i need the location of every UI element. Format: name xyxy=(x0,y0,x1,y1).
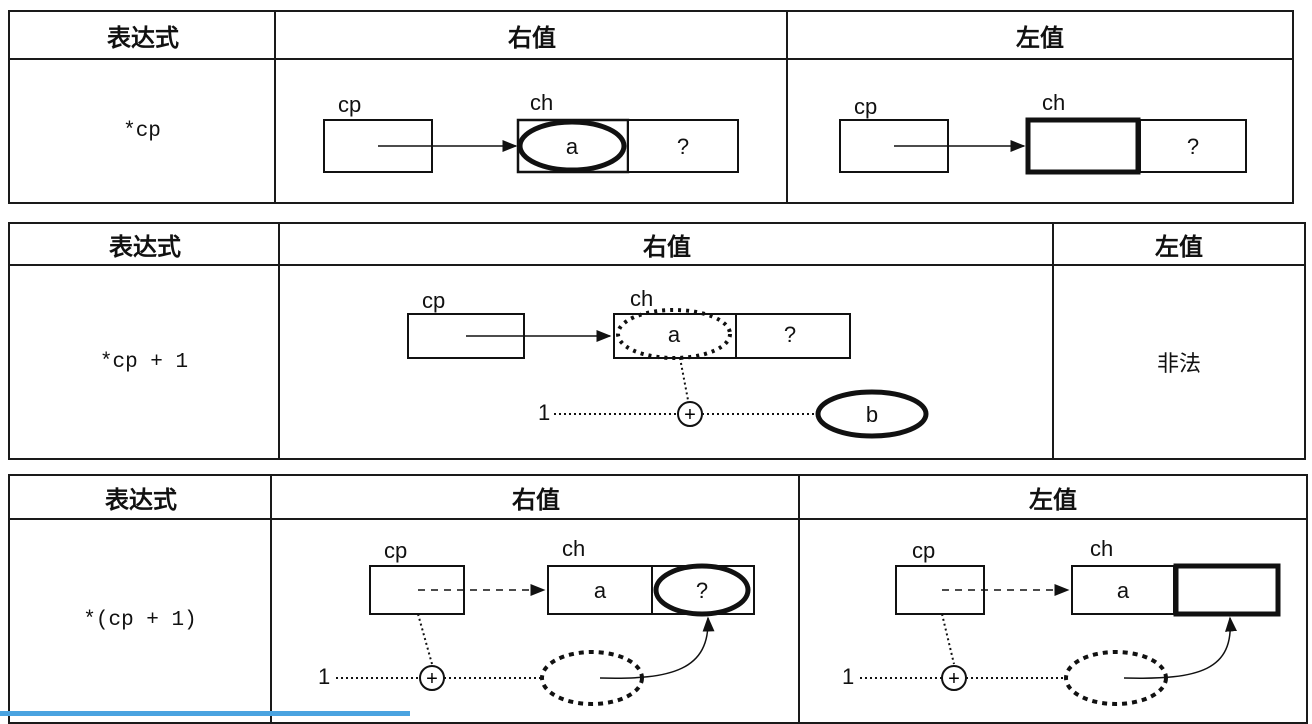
ch-label: ch xyxy=(1090,536,1113,561)
ch-label: ch xyxy=(630,286,653,311)
dotted-down-line xyxy=(941,613,955,665)
header-rvalue: 右值 xyxy=(276,12,788,60)
cell-value-a: a xyxy=(1117,578,1130,603)
plus-sign: + xyxy=(426,668,438,690)
result-value-b: b xyxy=(866,402,878,427)
rvalue-diagram: cp ch a ? 1 + xyxy=(318,536,755,706)
lvalue-diagram: cp ch a 1 + xyxy=(842,536,1281,706)
address-dashed-circle xyxy=(1064,650,1168,706)
cell-value-a: a xyxy=(566,134,579,159)
table-3: 表达式 右值 左值 *(cp + 1) cp ch a ? 1 + cp ch xyxy=(8,474,1308,724)
address-arrow xyxy=(599,616,715,679)
ch-cell-target xyxy=(1025,117,1141,175)
ch-cell-2 xyxy=(627,119,739,173)
header-rvalue: 右值 xyxy=(272,476,800,520)
ch-cell-2 xyxy=(1139,119,1247,173)
cell-value-a: a xyxy=(594,578,607,603)
header-expression: 表达式 xyxy=(10,12,276,60)
header-expression: 表达式 xyxy=(10,224,280,266)
constant-one: 1 xyxy=(842,664,854,689)
expression-cell: *cp xyxy=(123,119,161,143)
expression-cell: *(cp + 1) xyxy=(83,608,197,632)
rvalue-diagram: cp ch a ? xyxy=(323,90,739,174)
cp-label: cp xyxy=(422,288,445,313)
result-circle xyxy=(815,389,929,439)
ch-label: ch xyxy=(562,536,585,561)
dotted-down-line xyxy=(679,357,689,401)
ch-cell-target xyxy=(1173,563,1281,617)
cell-value-a: a xyxy=(668,322,681,347)
progress-bar xyxy=(0,711,410,716)
cell-value-unknown: ? xyxy=(784,322,796,347)
table-2: 表达式 右值 左值 *cp + 1 cp ch a ? 1 + b 非法 xyxy=(8,222,1306,460)
dotted-down-line xyxy=(417,613,433,665)
lvalue-illegal-text: 非法 xyxy=(1156,351,1201,376)
cp-label: cp xyxy=(854,94,877,119)
plus-sign: + xyxy=(948,668,960,690)
value-highlight-circle xyxy=(517,119,627,173)
header-lvalue: 左值 xyxy=(1054,224,1304,266)
cp-label: cp xyxy=(338,92,361,117)
header-rvalue: 右值 xyxy=(280,224,1054,266)
header-expression: 表达式 xyxy=(10,476,272,520)
lvalue-diagram: cp ch ? xyxy=(839,90,1247,175)
value-dotted-circle xyxy=(616,308,732,360)
header-lvalue: 左值 xyxy=(800,476,1306,520)
cp-label: cp xyxy=(384,538,407,563)
ch-cell-1 xyxy=(547,565,653,615)
cell-value-unknown: ? xyxy=(696,578,708,603)
address-arrow xyxy=(1123,616,1238,679)
ch-label: ch xyxy=(530,90,553,115)
cp-label: cp xyxy=(912,538,935,563)
cell-value-unknown: ? xyxy=(1187,134,1199,159)
header-lvalue: 左值 xyxy=(788,12,1292,60)
cell-value-unknown: ? xyxy=(677,134,689,159)
plus-sign: + xyxy=(684,404,696,426)
expression-cell: *cp + 1 xyxy=(99,350,189,374)
ch-cell-1 xyxy=(1071,565,1175,615)
ch-cell-2 xyxy=(735,313,851,359)
rvalue-diagram: cp ch a ? 1 + b xyxy=(407,286,929,439)
table-1: 表达式 右值 左值 *cp cp ch a ? cp ch ? xyxy=(8,10,1294,204)
target-highlight-circle xyxy=(653,563,751,617)
ch-label: ch xyxy=(1042,90,1065,115)
constant-one: 1 xyxy=(538,400,550,425)
address-dashed-circle xyxy=(540,650,644,706)
constant-one: 1 xyxy=(318,664,330,689)
